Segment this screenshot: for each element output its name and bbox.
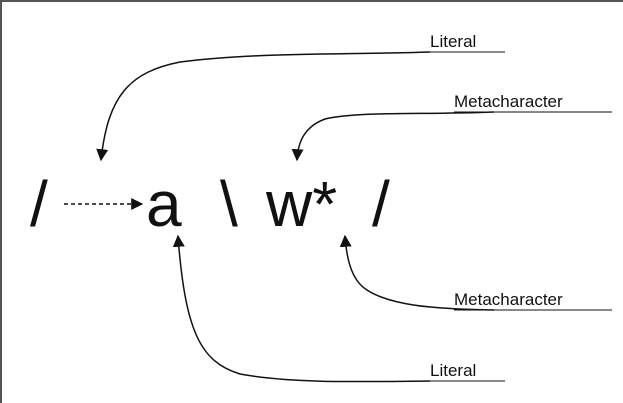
label-top-literal: Literal bbox=[430, 32, 476, 51]
regex-token-w-star: w* bbox=[265, 168, 337, 240]
label-bottom-metacharacter: Metacharacter bbox=[454, 290, 563, 309]
regex-token-open-slash: / bbox=[30, 168, 48, 240]
arrow-bottom-literal bbox=[172, 234, 431, 383]
arrow-top-literal bbox=[96, 51, 431, 162]
label-top-metacharacter: Metacharacter bbox=[454, 92, 563, 111]
regex-token-backslash: \ bbox=[220, 168, 238, 240]
arrow-bottom-metacharacter bbox=[339, 234, 495, 311]
regex-token-close-slash: / bbox=[372, 168, 390, 240]
arrow-top-metacharacter bbox=[291, 111, 495, 162]
regex-token-literal-a: a bbox=[146, 168, 182, 240]
label-bottom-literal: Literal bbox=[430, 361, 476, 380]
